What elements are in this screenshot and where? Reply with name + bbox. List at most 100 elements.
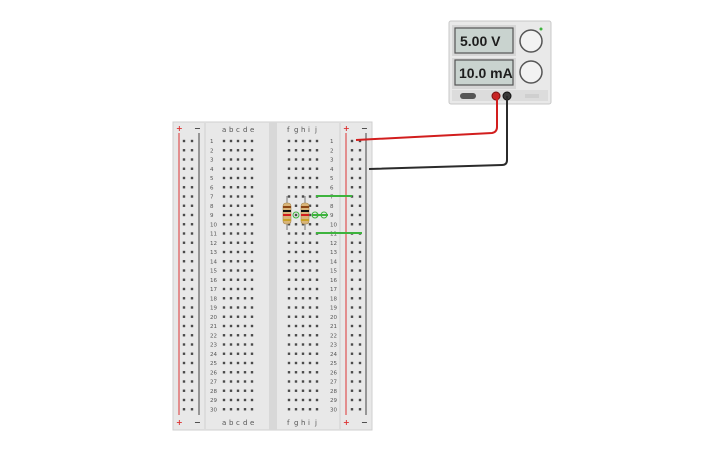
breadboard-hole[interactable] — [222, 334, 226, 337]
breadboard-hole[interactable] — [229, 186, 233, 189]
breadboard-hole[interactable] — [308, 213, 312, 217]
breadboard-hole[interactable] — [308, 315, 312, 318]
breadboard-hole[interactable] — [243, 167, 247, 170]
breadboard-hole[interactable] — [308, 389, 312, 392]
breadboard-hole[interactable] — [358, 334, 362, 337]
breadboard-hole[interactable] — [350, 213, 354, 217]
breadboard-hole[interactable] — [229, 287, 233, 291]
breadboard-hole[interactable] — [315, 139, 319, 143]
breadboard-hole[interactable] — [190, 287, 194, 291]
breadboard-hole[interactable] — [182, 408, 186, 411]
breadboard-hole[interactable] — [243, 195, 247, 198]
breadboard-hole[interactable] — [190, 352, 194, 355]
breadboard-hole[interactable] — [301, 278, 305, 281]
breadboard-hole[interactable] — [229, 278, 233, 281]
breadboard-hole[interactable] — [358, 176, 362, 180]
resistor-1[interactable] — [282, 196, 292, 230]
breadboard-hole[interactable] — [350, 223, 354, 226]
breadboard-hole[interactable] — [358, 195, 362, 198]
breadboard-hole[interactable] — [358, 343, 362, 346]
breadboard-hole[interactable] — [358, 149, 362, 152]
breadboard-hole[interactable] — [229, 343, 233, 346]
breadboard-hole[interactable] — [287, 269, 291, 272]
breadboard-hole[interactable] — [294, 167, 298, 170]
breadboard-hole[interactable] — [243, 297, 247, 300]
breadboard-hole[interactable] — [182, 389, 186, 392]
breadboard-hole[interactable] — [182, 380, 186, 383]
breadboard-hole[interactable] — [236, 361, 240, 365]
breadboard-hole[interactable] — [222, 241, 226, 244]
breadboard-hole[interactable] — [236, 324, 240, 328]
breadboard-hole[interactable] — [294, 352, 298, 355]
breadboard-hole[interactable] — [358, 352, 362, 355]
breadboard-hole[interactable] — [243, 352, 247, 355]
breadboard-hole[interactable] — [229, 361, 233, 365]
breadboard-hole[interactable] — [294, 158, 298, 161]
breadboard-hole[interactable] — [358, 260, 362, 263]
breadboard-hole[interactable] — [190, 260, 194, 263]
breadboard-hole[interactable] — [315, 204, 319, 207]
breadboard-hole[interactable] — [315, 158, 319, 161]
breadboard-hole[interactable] — [287, 297, 291, 300]
breadboard-hole[interactable] — [358, 278, 362, 281]
breadboard-hole[interactable] — [190, 241, 194, 244]
breadboard-hole[interactable] — [236, 223, 240, 226]
breadboard-hole[interactable] — [287, 241, 291, 244]
breadboard-hole[interactable] — [301, 139, 305, 143]
breadboard-hole[interactable] — [236, 139, 240, 143]
breadboard-hole[interactable] — [315, 324, 319, 328]
breadboard-hole[interactable] — [222, 269, 226, 272]
breadboard-hole[interactable] — [190, 195, 194, 198]
breadboard-hole[interactable] — [294, 241, 298, 244]
breadboard-hole[interactable] — [222, 195, 226, 198]
breadboard-hole[interactable] — [222, 352, 226, 355]
breadboard-hole[interactable] — [236, 334, 240, 337]
breadboard-hole[interactable] — [243, 324, 247, 328]
breadboard-hole[interactable] — [222, 167, 226, 170]
breadboard-hole[interactable] — [308, 297, 312, 300]
breadboard-hole[interactable] — [294, 343, 298, 346]
breadboard-hole[interactable] — [250, 361, 254, 365]
breadboard-hole[interactable] — [301, 176, 305, 180]
breadboard-hole[interactable] — [287, 250, 291, 254]
breadboard-hole[interactable] — [182, 250, 186, 254]
breadboard-hole[interactable] — [301, 149, 305, 152]
breadboard-hole[interactable] — [236, 149, 240, 152]
breadboard-hole[interactable] — [301, 306, 305, 309]
breadboard-hole[interactable] — [308, 195, 312, 198]
breadboard-hole[interactable] — [350, 324, 354, 328]
breadboard-hole[interactable] — [294, 176, 298, 180]
breadboard-hole[interactable] — [294, 389, 298, 392]
breadboard-hole[interactable] — [229, 352, 233, 355]
breadboard-hole[interactable] — [222, 324, 226, 328]
breadboard-hole[interactable] — [301, 232, 305, 235]
breadboard-hole[interactable] — [294, 334, 298, 337]
breadboard-hole[interactable] — [287, 398, 291, 402]
power-supply[interactable]: 5.00 V 10.0 mA — [448, 20, 552, 105]
breadboard-hole[interactable] — [301, 343, 305, 346]
breadboard-hole[interactable] — [294, 260, 298, 263]
breadboard-hole[interactable] — [308, 306, 312, 309]
breadboard-hole[interactable] — [301, 324, 305, 328]
breadboard-hole[interactable] — [229, 232, 233, 235]
breadboard-hole[interactable] — [243, 278, 247, 281]
breadboard-hole[interactable] — [308, 324, 312, 328]
breadboard-hole[interactable] — [190, 158, 194, 161]
breadboard-hole[interactable] — [358, 287, 362, 291]
breadboard-hole[interactable] — [236, 287, 240, 291]
breadboard-hole[interactable] — [308, 408, 312, 411]
breadboard-hole[interactable] — [358, 223, 362, 226]
breadboard-hole[interactable] — [236, 213, 240, 217]
breadboard-hole[interactable] — [350, 306, 354, 309]
breadboard-hole[interactable] — [350, 176, 354, 180]
breadboard-hole[interactable] — [229, 195, 233, 198]
breadboard-hole[interactable] — [243, 389, 247, 392]
breadboard-hole[interactable] — [250, 195, 254, 198]
breadboard-hole[interactable] — [350, 204, 354, 207]
breadboard-hole[interactable] — [229, 269, 233, 272]
breadboard-hole[interactable] — [350, 380, 354, 383]
breadboard-hole[interactable] — [301, 389, 305, 392]
breadboard-hole[interactable] — [243, 343, 247, 346]
breadboard-hole[interactable] — [250, 287, 254, 291]
